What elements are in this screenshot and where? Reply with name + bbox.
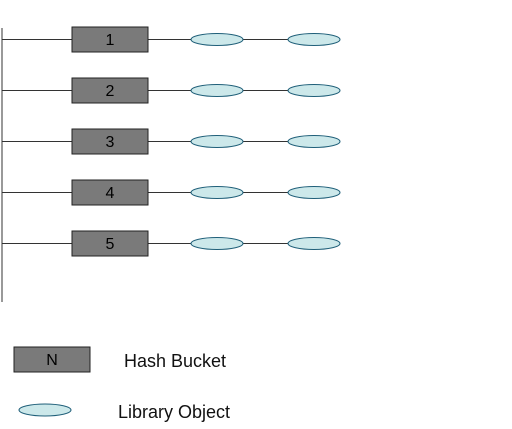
hash-bucket-label: 4: [106, 185, 115, 202]
legend-bucket-symbol-label: N: [46, 352, 58, 369]
hash-bucket: [71, 179, 149, 206]
hash-bucket-label: 5: [106, 236, 115, 253]
hash-bucket: [71, 26, 149, 53]
bucket-row: 2: [2, 77, 341, 104]
hash-bucket: [71, 230, 149, 257]
library-object: [190, 33, 244, 46]
bucket-row: 4: [2, 179, 341, 206]
legend-object-label: Library Object: [118, 402, 231, 422]
legend: N: [13, 346, 91, 417]
hash-bucket: [71, 77, 149, 104]
library-object: [190, 186, 244, 199]
library-object: [287, 33, 341, 46]
bucket-row: 3: [2, 128, 341, 155]
hash-bucket-label: 1: [106, 32, 115, 49]
library-object: [287, 237, 341, 250]
library-object: [190, 237, 244, 250]
hash-bucket-label: 2: [106, 83, 115, 100]
hash-bucket: [71, 128, 149, 155]
bucket-row: 1: [2, 26, 341, 53]
legend-bucket-label: Hash Bucket: [124, 351, 227, 371]
legend-bucket-symbol: [13, 346, 91, 373]
hash-bucket-label: 3: [106, 134, 115, 151]
bucket-rows: 1 2 3 4 5: [2, 26, 341, 257]
library-object: [190, 135, 244, 148]
library-object: [287, 84, 341, 97]
library-object: [287, 135, 341, 148]
library-object: [287, 186, 341, 199]
bucket-row: 5: [2, 230, 341, 257]
legend-object-symbol: [18, 403, 72, 417]
library-object: [190, 84, 244, 97]
